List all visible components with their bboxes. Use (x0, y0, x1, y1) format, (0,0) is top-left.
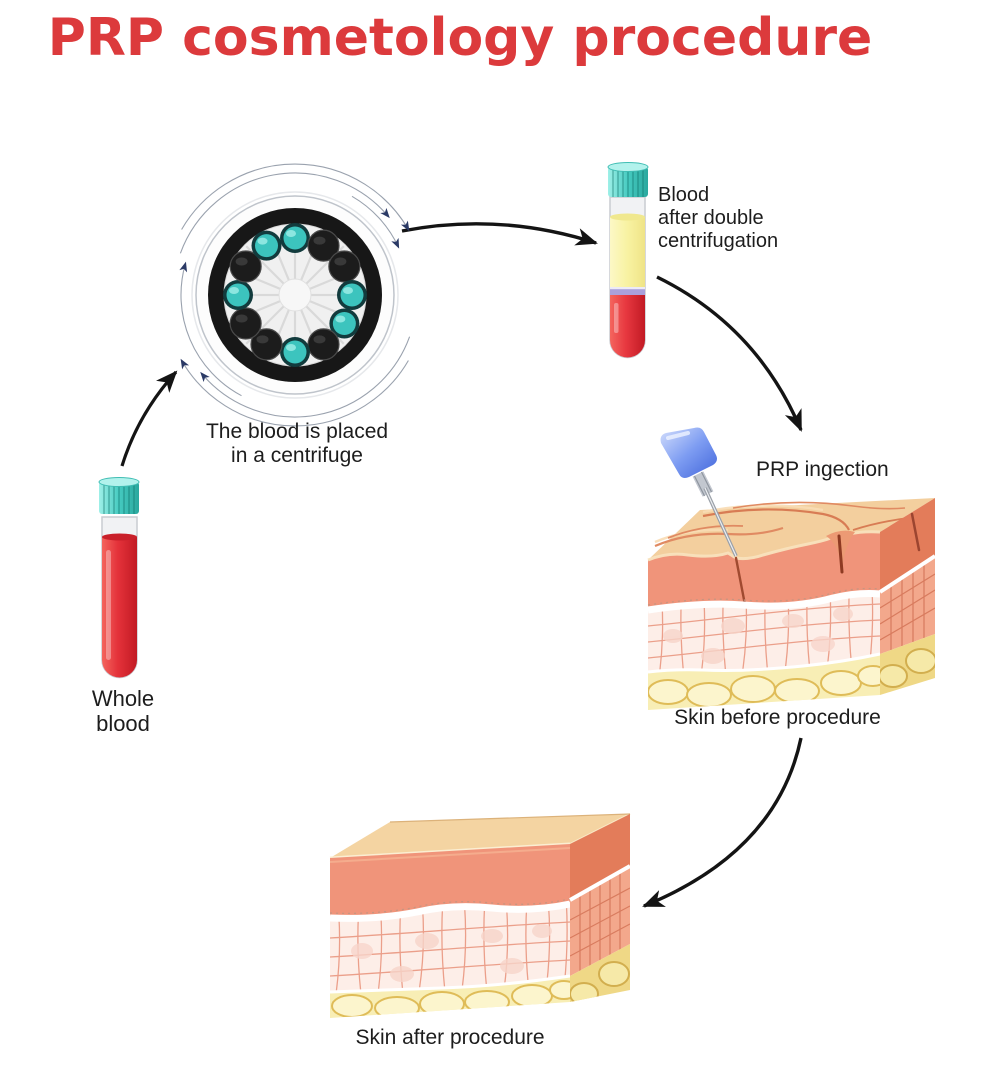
centrifuged-blood-label: Blood after double centrifugation (658, 184, 779, 252)
rotation-arrows (179, 163, 411, 427)
arrow-before-to-after (642, 737, 803, 908)
centrifuge-label: The blood is placed in a centrifuge (205, 420, 389, 467)
tube-cap (98, 477, 140, 514)
fat-lobules (648, 665, 880, 708)
blood-layer (102, 537, 137, 678)
epidermis-front (648, 531, 880, 608)
centrifuge-rotor (191, 191, 399, 399)
arrow-tube-to-injection (656, 275, 803, 432)
tube-cap (607, 162, 649, 197)
membrane (647, 590, 881, 614)
skin-after-label: Skin after procedure (355, 1026, 545, 1049)
plasma-layer (610, 217, 645, 287)
skin-top-face (330, 814, 630, 858)
syringe-icon (660, 427, 738, 557)
rotor-tube-slots (223, 223, 367, 367)
arrow-wholeblood-to-centrifuge (120, 370, 178, 467)
centrifuge-icon (179, 163, 411, 427)
centrifuged-tube-icon (607, 162, 649, 359)
arrow-centrifuge-to-tube (401, 222, 598, 246)
whole-blood-label: Whole blood (91, 686, 155, 737)
epidermis-side (570, 814, 630, 900)
blood-layer (610, 295, 645, 358)
needle-hub (660, 427, 717, 478)
dermis-shading (351, 924, 552, 982)
skin-before-illustration (647, 498, 937, 710)
skin-after-illustration (329, 813, 631, 1018)
skin-before-label: Skin before procedure (674, 706, 881, 729)
epidermis-front (330, 844, 570, 917)
whole-blood-tube-icon (98, 477, 140, 679)
dermis-side (880, 556, 935, 654)
buffy-coat-layer (610, 289, 645, 295)
deep-wrinkle (826, 530, 855, 574)
epidermis-side (880, 498, 935, 592)
membrane (329, 900, 571, 922)
needle-crack (734, 556, 748, 612)
dermis-shading (663, 607, 853, 664)
injection-label: PRP ingection (756, 458, 889, 481)
page-title: PRP cosmetology procedure (47, 8, 873, 68)
